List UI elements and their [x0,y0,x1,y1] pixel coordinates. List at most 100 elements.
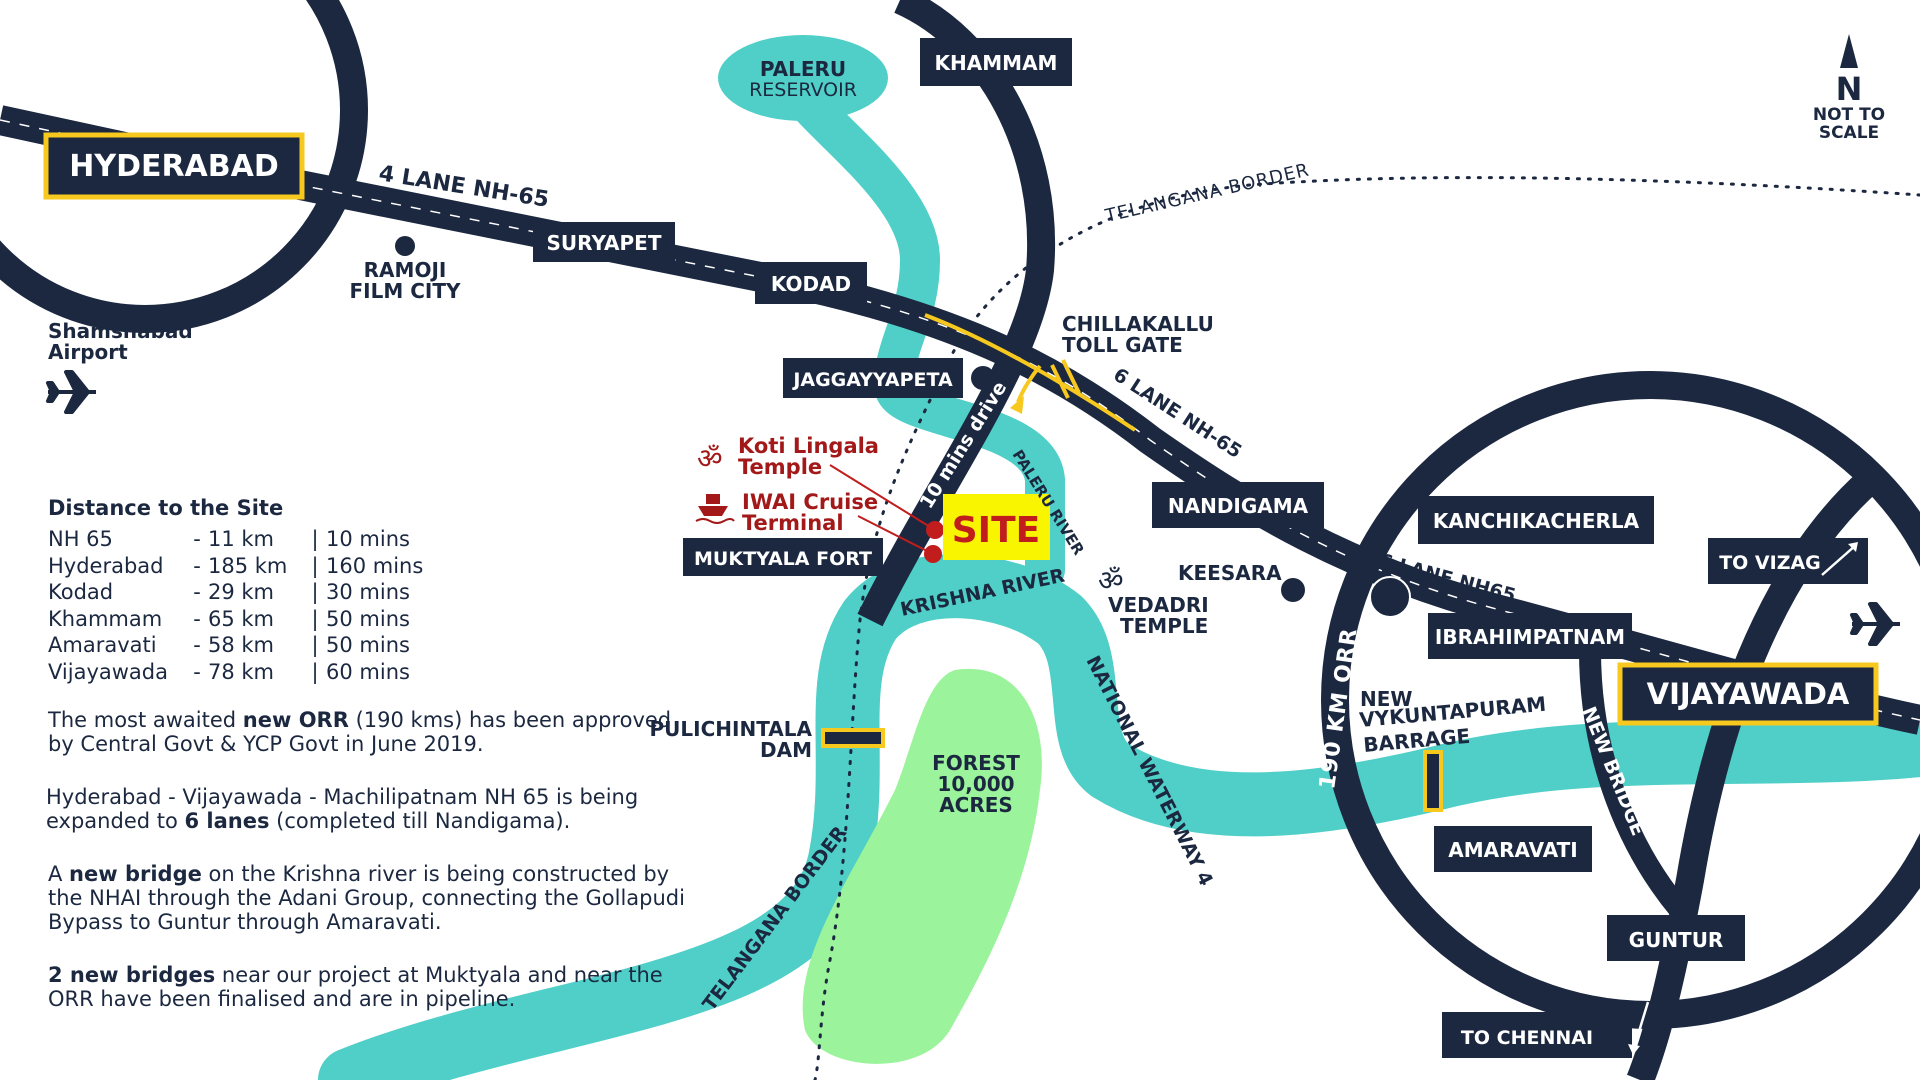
muktyala-fort-badge [683,538,883,576]
chillakallu-label-1: CHILLAKALLU [1062,312,1214,336]
distance-dash: - [193,633,201,657]
ramoji-dot [395,236,415,256]
distance-dash: - [193,580,201,604]
site-badge [943,494,1050,560]
note-new-orr: The most awaited new ORR (190 kms) has b… [48,708,688,756]
route-arrow [1016,364,1042,403]
distance-dash: - [193,527,201,551]
barrage-marker [1423,750,1443,812]
north-arrow-icon [1840,34,1858,68]
distance-separator: | [311,659,319,684]
kanchikacherla-dot [1369,576,1411,618]
paleru-reservoir-label-2: RESERVOIR [749,79,857,101]
distance-time: 10 mins [326,527,410,551]
distance-row: Hyderabad-185 km|160 mins [48,553,688,580]
ship-icon [695,494,735,524]
distance-time: 50 mins [326,606,410,631]
vedadri-om-icon: ॐ [1098,564,1124,597]
forest-label-1: FOREST [932,751,1020,775]
distance-km: 58 km [208,633,275,657]
telangana-border-line [813,176,1920,1080]
kanchikacherla-badge [1418,496,1654,544]
to-chennai-arrow-icon [1632,1001,1650,1049]
route-arrow-head [1010,396,1024,414]
plane-icon [1850,602,1900,646]
distance-km: 78 km [208,659,275,684]
pulichintala-label-2: DAM [760,738,812,762]
note-text: (190 kms) has been approved by Central G… [48,708,672,756]
ibrahimpatnam-badge [1428,613,1632,659]
koti-leader-line [829,464,936,531]
note-text: Hyderabad - Vijayawada - Machilipatnam N… [46,785,639,833]
iwai-label-2: Terminal [742,511,844,535]
distance-separator: | [311,606,319,631]
distance-time: 160 mins [326,553,424,578]
ramoji-label-1: RAMOJI [364,258,447,282]
pulichintala-label-1: PULICHINTALA [650,717,813,741]
note-text: on the Krishna river is being constructe… [48,862,685,934]
note-two-bridges: 2 new bridges near our project at Muktya… [48,963,688,1011]
hyderabad-badge [43,132,305,200]
distance-place: Amaravati [48,633,157,657]
khammam-badge [920,38,1072,86]
keesara-label: KEESARA [1178,561,1282,585]
to-vizag-badge [1708,538,1868,584]
airport-label-1: Shamshabad [48,319,193,343]
jaggayyapeta-badge [783,358,963,398]
new-bridge-road [1579,649,1689,918]
distance-dash: - [193,553,201,578]
note-bold: 2 new bridges [48,963,216,987]
jaggayyapeta-dot [971,366,995,390]
distance-dash: - [193,659,201,684]
distance-place: Kodad [48,580,114,604]
nandigama-label: NANDIGAMA [1168,494,1309,518]
pulichintala-dam-marker [821,728,885,748]
distance-place: NH 65 [48,527,113,551]
to-vizag-label: TO VIZAG [1719,552,1821,574]
vijayawada-badge [1617,662,1879,726]
six-lane-highlight [924,313,1137,432]
hyderabad-outer-ring-road [0,0,368,333]
vedadri-label-2: TEMPLE [1120,614,1208,638]
plane-icon [46,370,96,414]
distance-time: 30 mins [326,580,410,604]
note-bold: 6 lanes [184,809,270,833]
paleru-reservoir [718,35,888,121]
note-bold: new ORR [242,708,349,732]
distance-km: 65 km [208,606,275,631]
distance-row: Khammam-65 km|50 mins [48,606,688,633]
ibrahimpatnam-label: IBRAHIMPATNAM [1435,625,1625,649]
forest-label-2: 10,000 [937,772,1014,796]
note-bold: new bridge [69,862,202,886]
distance-separator: | [311,633,319,657]
telangana-border-top-label: TELANGANA BORDER [1102,159,1311,227]
distance-separator: | [311,553,319,578]
hyderabad-label: HYDERABAD [69,149,279,184]
to-chennai-arrowhead-icon [1628,1044,1640,1055]
distance-row: Vijayawada-78 km|60 mins [48,659,688,686]
note-nh65-expansion: Hyderabad - Vijayawada - Machilipatnam N… [46,785,688,833]
not-to-scale-label-2: SCALE [1819,123,1879,143]
note-text: (completed till Nandigama). [269,809,571,833]
amaravati-badge [1434,826,1592,872]
barrage-label-1: NEW [1360,687,1412,711]
amaravati-label: AMARAVATI [1448,838,1578,862]
distance-time: 60 mins [326,659,410,684]
toll-gate-mark [1050,364,1070,399]
vedadri-label-1: VEDADRI [1108,593,1209,617]
site-label: SITE [952,510,1040,551]
distance-table-title: Distance to the Site [48,496,284,520]
kodad-badge [755,262,867,304]
to-vizag-arrow-icon [1821,544,1857,576]
khammam-label: KHAMMAM [935,51,1058,75]
koti-lingala-label-1: Koti Lingala [738,434,879,458]
forest-area [802,668,1042,1064]
guntur-badge [1607,915,1745,961]
kanchikacherla-label: KANCHIKACHERLA [1433,509,1640,533]
distance-km: 185 km [208,553,288,578]
distance-separator: | [311,527,319,551]
airport-label-2: Airport [48,340,128,364]
distance-place: Khammam [48,606,163,631]
